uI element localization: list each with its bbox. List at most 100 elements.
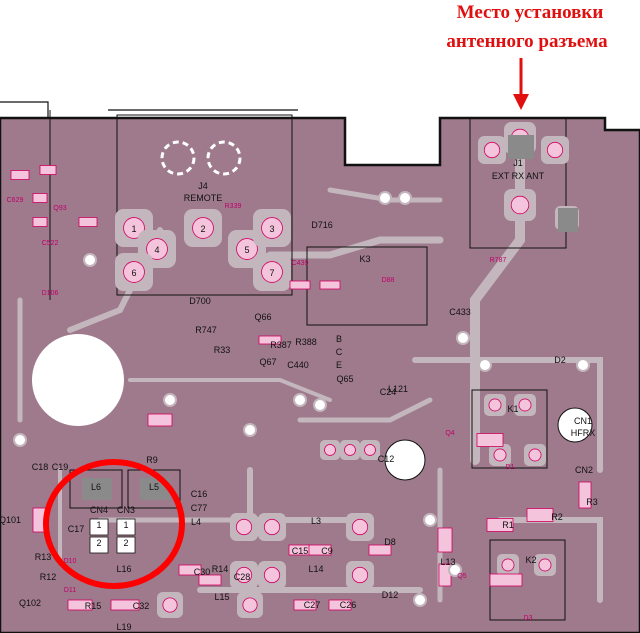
cn2-ref: CN2 [575, 465, 593, 475]
smd-part [328, 599, 352, 611]
ref-l6: L6 [91, 482, 101, 492]
j4-pin-4: 4 [154, 245, 159, 255]
ref-k3: K3 [359, 254, 370, 264]
j4-ref: J4 [198, 181, 208, 191]
smd-part [39, 165, 57, 175]
via [398, 191, 412, 205]
ref-c439: C439 [292, 260, 309, 267]
j4-pin-6: 6 [131, 268, 136, 278]
ref-c24: C24 [380, 387, 397, 397]
j4-pin-2: 2 [200, 224, 205, 234]
via-holes [13, 191, 590, 607]
smd-part [308, 544, 332, 556]
smd-part [258, 335, 282, 345]
smd-part [293, 599, 317, 611]
j4-pin-1: 1 [131, 224, 136, 234]
pad-ring [344, 444, 356, 456]
pad-ring [261, 217, 283, 239]
smd-part [32, 193, 48, 203]
q65-pin-b: B [336, 334, 342, 344]
ref-l14: L14 [308, 564, 323, 574]
pad-ring [493, 448, 507, 462]
cn1-name: HFRX [571, 428, 596, 438]
ref-c9: C9 [321, 546, 333, 556]
cn3-pin-1: 1 [123, 520, 128, 530]
ref-q4: Q4 [445, 430, 454, 437]
ref-c433: C433 [449, 307, 471, 317]
ref-k1: K1 [507, 404, 518, 414]
cn4-ref: CN4 [90, 505, 108, 515]
pad-ring [364, 444, 376, 456]
ref-l16: L16 [116, 564, 131, 574]
pad-ring [324, 444, 336, 456]
via [413, 593, 427, 607]
j4-pin-7: 7 [269, 268, 274, 278]
cn-pin-pad [116, 536, 136, 554]
smd-part [578, 481, 592, 509]
ref-r33: R33 [214, 345, 231, 355]
c12-body [384, 439, 426, 481]
pad-ring [483, 141, 501, 159]
smd-part [368, 544, 392, 556]
ref-c17: C17 [68, 524, 85, 534]
via [313, 398, 327, 412]
ref-d700: D700 [189, 296, 211, 306]
ref-q102: Q102 [19, 598, 41, 608]
ref-c12: C12 [378, 454, 395, 464]
via [83, 253, 97, 267]
cn-pin-pad [116, 518, 136, 536]
smd-part [67, 599, 93, 611]
board-outline-stub [0, 101, 49, 118]
smd-part [147, 413, 173, 427]
cn-pin-pad [89, 536, 109, 554]
ref-r339: R339 [225, 203, 242, 210]
ref-c18: C18 [32, 462, 49, 472]
ref-r388: R388 [295, 337, 317, 347]
ref-r12: R12 [40, 572, 57, 582]
pad-ring [528, 448, 542, 462]
j4-name: REMOTE [184, 193, 223, 203]
ref-r787: R787 [490, 257, 507, 264]
l6-inductor-outline [69, 469, 123, 509]
ref-q67: Q67 [259, 357, 276, 367]
cn3-ref: CN3 [117, 505, 135, 515]
ref-c19: C19 [52, 462, 69, 472]
smd-part [32, 217, 48, 227]
pad-ring [546, 141, 564, 159]
pcb-pads [82, 122, 593, 618]
ref-c16: C16 [191, 489, 208, 499]
ref-c26: C26 [340, 600, 357, 610]
pad-ring [488, 398, 502, 412]
ref-q65: Q65 [336, 374, 353, 384]
ref-q5: Q5 [457, 573, 466, 580]
ref-r747: R747 [195, 325, 217, 335]
ref-l121: L121 [388, 384, 408, 394]
smd-part [110, 599, 140, 611]
pad-ring [192, 217, 214, 239]
j4-connector-outline [116, 114, 293, 296]
ref-r2: R2 [551, 512, 563, 522]
smd-part [489, 573, 523, 587]
pad-ring [235, 518, 253, 536]
l5-inductor-outline [127, 469, 181, 509]
q65-pin-e: E [336, 360, 342, 370]
j1-center-pin [508, 135, 534, 159]
mount-ring [160, 140, 196, 176]
pad-ring [123, 217, 145, 239]
ref-r387: R387 [270, 340, 292, 350]
ref-c28: C28 [234, 572, 251, 582]
via [423, 513, 437, 527]
pad-ring [162, 597, 178, 613]
j1-ground-pin [558, 208, 578, 232]
ref-k2: K2 [525, 555, 536, 565]
ref-d8: D8 [384, 537, 396, 547]
cn1-ref: CN1 [574, 416, 592, 426]
pad-ring [501, 558, 515, 572]
ref-d2: D2 [554, 355, 566, 365]
smd-part [289, 280, 311, 290]
ref-l15: L15 [214, 592, 229, 602]
cn3-pin-2: 2 [123, 538, 128, 548]
